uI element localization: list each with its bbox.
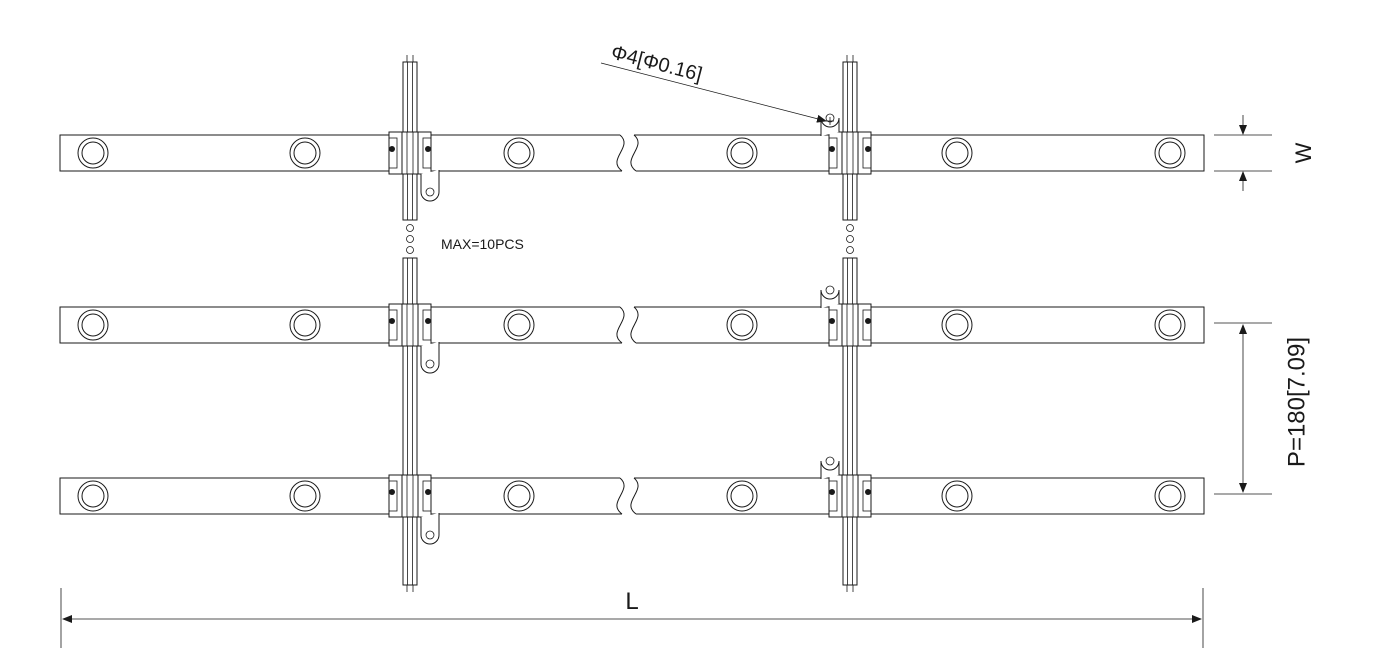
width-label: W [1291, 142, 1316, 163]
screw [829, 489, 835, 495]
led-module [77, 309, 109, 341]
screw [829, 318, 835, 324]
max-quantity-note: MAX=10PCS [441, 236, 524, 252]
pitch-dimension: P=180[7.09] [1214, 322, 1310, 495]
hole-callout: Φ4[Φ0.16] [600, 42, 827, 123]
strip-connector [820, 113, 872, 175]
mounting-hole [825, 285, 835, 295]
strip-outline [59, 306, 1205, 344]
screw [389, 489, 395, 495]
led-strips-group [59, 134, 1205, 515]
mounting-tab [420, 170, 440, 202]
cable-rails-group [402, 55, 858, 592]
led-module [726, 480, 758, 512]
led-module [941, 137, 973, 169]
strip-connector [388, 131, 440, 202]
break-line [616, 477, 625, 515]
led-module [503, 480, 535, 512]
strip-outline [59, 477, 1205, 515]
led-module [289, 137, 321, 169]
strip-connector [820, 456, 872, 518]
pitch-label: P=180[7.09] [1283, 337, 1310, 467]
mounting-tab [420, 342, 440, 374]
repeat-dots-left [406, 224, 414, 254]
led-module [726, 309, 758, 341]
mounting-hole [425, 187, 435, 197]
connectors-group [388, 113, 872, 545]
led-module [941, 309, 973, 341]
led-module [1154, 137, 1186, 169]
screw [829, 146, 835, 152]
mounting-hole [425, 530, 435, 540]
led-module [289, 309, 321, 341]
break-line [616, 306, 625, 344]
led-strip [59, 134, 1205, 172]
break-line [630, 306, 639, 344]
width-dimension: W [1214, 115, 1316, 191]
screw [389, 146, 395, 152]
led-module [1154, 309, 1186, 341]
hole-callout-leader [600, 62, 827, 123]
break-line [630, 134, 639, 172]
hole-crosshair [826, 117, 834, 125]
led-module [726, 137, 758, 169]
led-module [77, 480, 109, 512]
led-module [1154, 480, 1186, 512]
screw [865, 146, 871, 152]
led-module [289, 480, 321, 512]
mounting-hole [825, 456, 835, 466]
mounting-tab [420, 513, 440, 545]
led-module [503, 137, 535, 169]
strip-connector [388, 474, 440, 545]
repeat-dots-right [846, 224, 854, 254]
led-module [503, 309, 535, 341]
led-strip [59, 306, 1205, 344]
screw [425, 318, 431, 324]
screw [425, 146, 431, 152]
hole-callout-text: Φ4[Φ0.16] [609, 42, 705, 87]
mounting-tab [820, 456, 840, 479]
strip-connector [820, 285, 872, 347]
length-label: L [625, 588, 638, 615]
mounting-tab [820, 285, 840, 308]
led-module [77, 137, 109, 169]
mounting-hole [425, 359, 435, 369]
screw [425, 489, 431, 495]
strip-outline [59, 134, 1205, 172]
length-dimension: L [60, 588, 1204, 648]
led-strip [59, 477, 1205, 515]
screw [389, 318, 395, 324]
led-module [941, 480, 973, 512]
break-line [630, 477, 639, 515]
screw [865, 318, 871, 324]
break-line [616, 134, 625, 172]
screw [865, 489, 871, 495]
strip-connector [388, 303, 440, 374]
